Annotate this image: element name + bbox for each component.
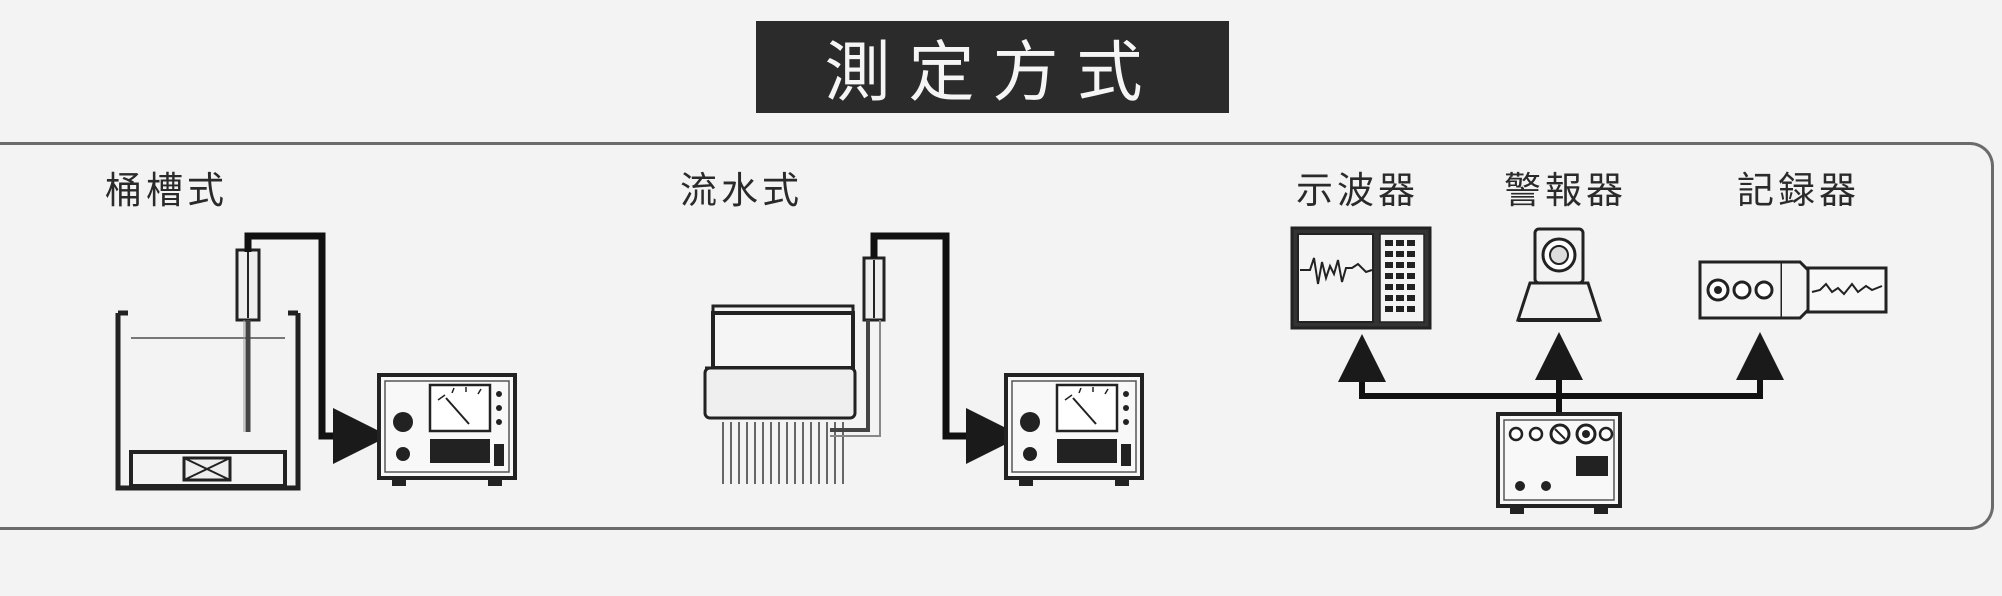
- output-setup: [1290, 226, 1888, 514]
- arrow-to-recorder: [1600, 332, 1784, 399]
- flow-meter-device: [1004, 373, 1144, 486]
- tank-setup: [115, 232, 517, 491]
- label-alarm: 警報器: [1504, 169, 1627, 212]
- controller-device: [1496, 412, 1622, 514]
- flow-vessel: [711, 311, 855, 370]
- flow-setup: [703, 232, 1144, 486]
- flow-cable-arrow: [870, 232, 1022, 464]
- arrow-to-oscilloscope: [1338, 334, 1538, 399]
- oscilloscope-icon: [1290, 226, 1432, 330]
- page-title: 測定方式: [756, 21, 1229, 113]
- label-recorder: 記録器: [1737, 169, 1860, 212]
- diagram-frame: [0, 142, 1994, 530]
- recorder-icon: [1698, 260, 1888, 320]
- water-stream: [716, 422, 844, 484]
- label-tank-type: 桶槽式: [105, 169, 228, 212]
- cable-arrow: [244, 232, 389, 464]
- meter-device: [377, 373, 517, 486]
- alarm-icon: [1515, 227, 1603, 322]
- label-oscilloscope: 示波器: [1296, 169, 1419, 212]
- label-flow-type: 流水式: [680, 169, 803, 212]
